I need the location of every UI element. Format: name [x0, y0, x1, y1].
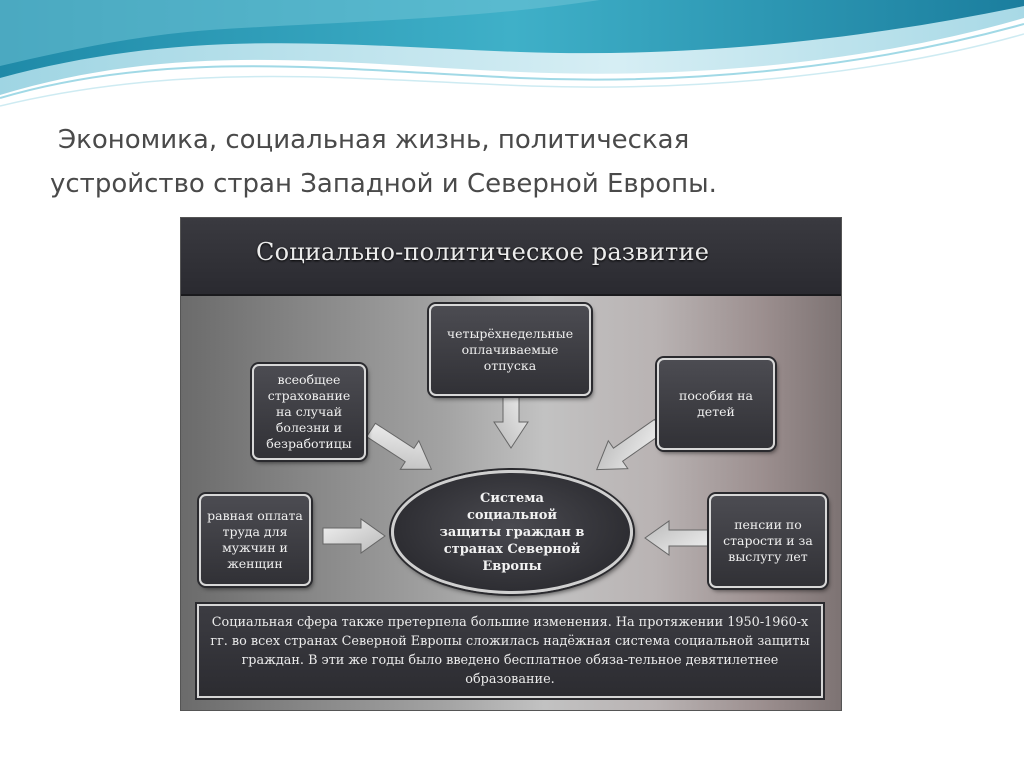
- note-text: Социальная сфера также претерпела больши…: [210, 615, 810, 687]
- box-universal-insurance: всеобщее страхование на случай болезни и…: [252, 364, 366, 460]
- panel-header: Социально-политическое развитие: [181, 218, 841, 296]
- decorative-wave-header: [0, 0, 1024, 107]
- box-equal-pay: равная оплата труда для мужчин и женщин: [199, 494, 311, 586]
- diagram-panel: Социально-политическое развитие четырёхн…: [181, 218, 841, 710]
- box-pensions: пенсии по старости и за выслугу лет: [709, 494, 827, 588]
- center-social-protection-system: Система социальной защиты граждан в стра…: [391, 470, 633, 594]
- arrow-top-left: [365, 422, 433, 470]
- box-four-week-paid-leave: четырёхнедельные оплачиваемые отпуска: [429, 304, 591, 396]
- panel-heading: Социально-политическое развитие: [256, 238, 710, 266]
- arrow-right: [644, 520, 710, 556]
- slide-title-line-2: устройство стран Западной и Северной Евр…: [50, 169, 717, 199]
- arrow-top-right: [595, 418, 665, 471]
- diagram-arrows: [322, 385, 710, 556]
- arrow-left: [322, 518, 386, 554]
- box-child-benefits: пособия на детей: [657, 358, 775, 450]
- slide-title-line-1: Экономика, социальная жизнь, политическа…: [58, 125, 690, 155]
- slide-title: Экономика, социальная жизнь, политическа…: [50, 118, 950, 206]
- note-box: Социальная сфера также претерпела больши…: [197, 604, 823, 698]
